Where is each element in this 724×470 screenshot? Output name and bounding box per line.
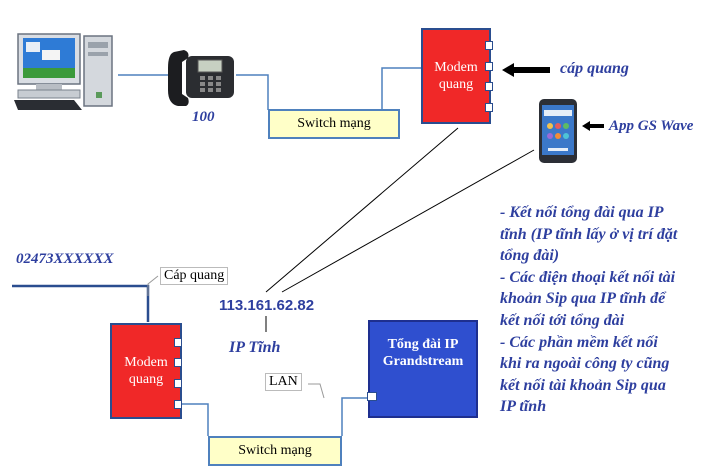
static-ip-label: IP Tĩnh (229, 339, 281, 356)
lan-label: LAN (265, 373, 302, 391)
bottom-modem-port (174, 358, 182, 367)
ip-pbx-port (367, 392, 377, 401)
bottom-modem-port (174, 338, 182, 347)
desktop-computer-icon (14, 28, 118, 112)
note-line: khi ra ngoài công ty cũng (500, 355, 670, 373)
bottom-fiber-label: Cáp quang (160, 267, 229, 285)
notes-block: - Kết nối tổng đài qua IP tĩnh (IP tĩnh … (500, 202, 722, 418)
top-switch-label: Switch mạng (297, 116, 371, 131)
note-line: kết nối tài khoản Sip qua (500, 376, 666, 394)
app-label: App GS Wave (609, 118, 694, 134)
top-modem-port (485, 103, 493, 112)
top-modem-port (485, 62, 493, 71)
ip-pbx-grandstream: Tổng đài IP Grandstream (368, 320, 478, 418)
note-line: kết nối tới tổng đài (500, 311, 625, 329)
top-modem-port (485, 82, 493, 91)
note-line: - Các điện thoại kết nối tài (500, 268, 676, 286)
phone-number: 02473XXXXXX (16, 251, 114, 267)
note-line: - Kết nối tổng đài qua IP (500, 204, 664, 221)
note-line: - Các phần mềm kết nối (500, 333, 658, 351)
note-line: khoản Sip qua IP tĩnh để (500, 290, 666, 308)
bottom-switch-label: Switch mạng (238, 443, 312, 458)
phone-extension: 100 (192, 109, 215, 125)
bottom-switch: Switch mạng (208, 436, 342, 466)
note-line: tổng đài) (500, 247, 560, 265)
ip-phone-icon (164, 44, 238, 110)
bottom-modem-port (174, 400, 182, 409)
top-modem-port (485, 41, 493, 50)
ip-pbx-label: Tổng đài IP Grandstream (382, 337, 464, 369)
bottom-modem-label: Modem quang (124, 354, 168, 388)
note-line: IP tĩnh (500, 398, 547, 416)
top-modem-label: Modem quang (434, 59, 478, 93)
bottom-modem-port (174, 379, 182, 388)
smartphone-icon (538, 98, 578, 164)
top-fiber-label: cáp quang (560, 60, 629, 77)
bottom-modem: Modem quang (110, 323, 182, 419)
top-switch: Switch mạng (268, 109, 400, 139)
top-modem: Modem quang (421, 28, 491, 124)
note-line: tĩnh (IP tĩnh lấy ở vị trí đặt (500, 225, 678, 243)
static-ip-address: 113.161.62.82 (219, 297, 315, 314)
